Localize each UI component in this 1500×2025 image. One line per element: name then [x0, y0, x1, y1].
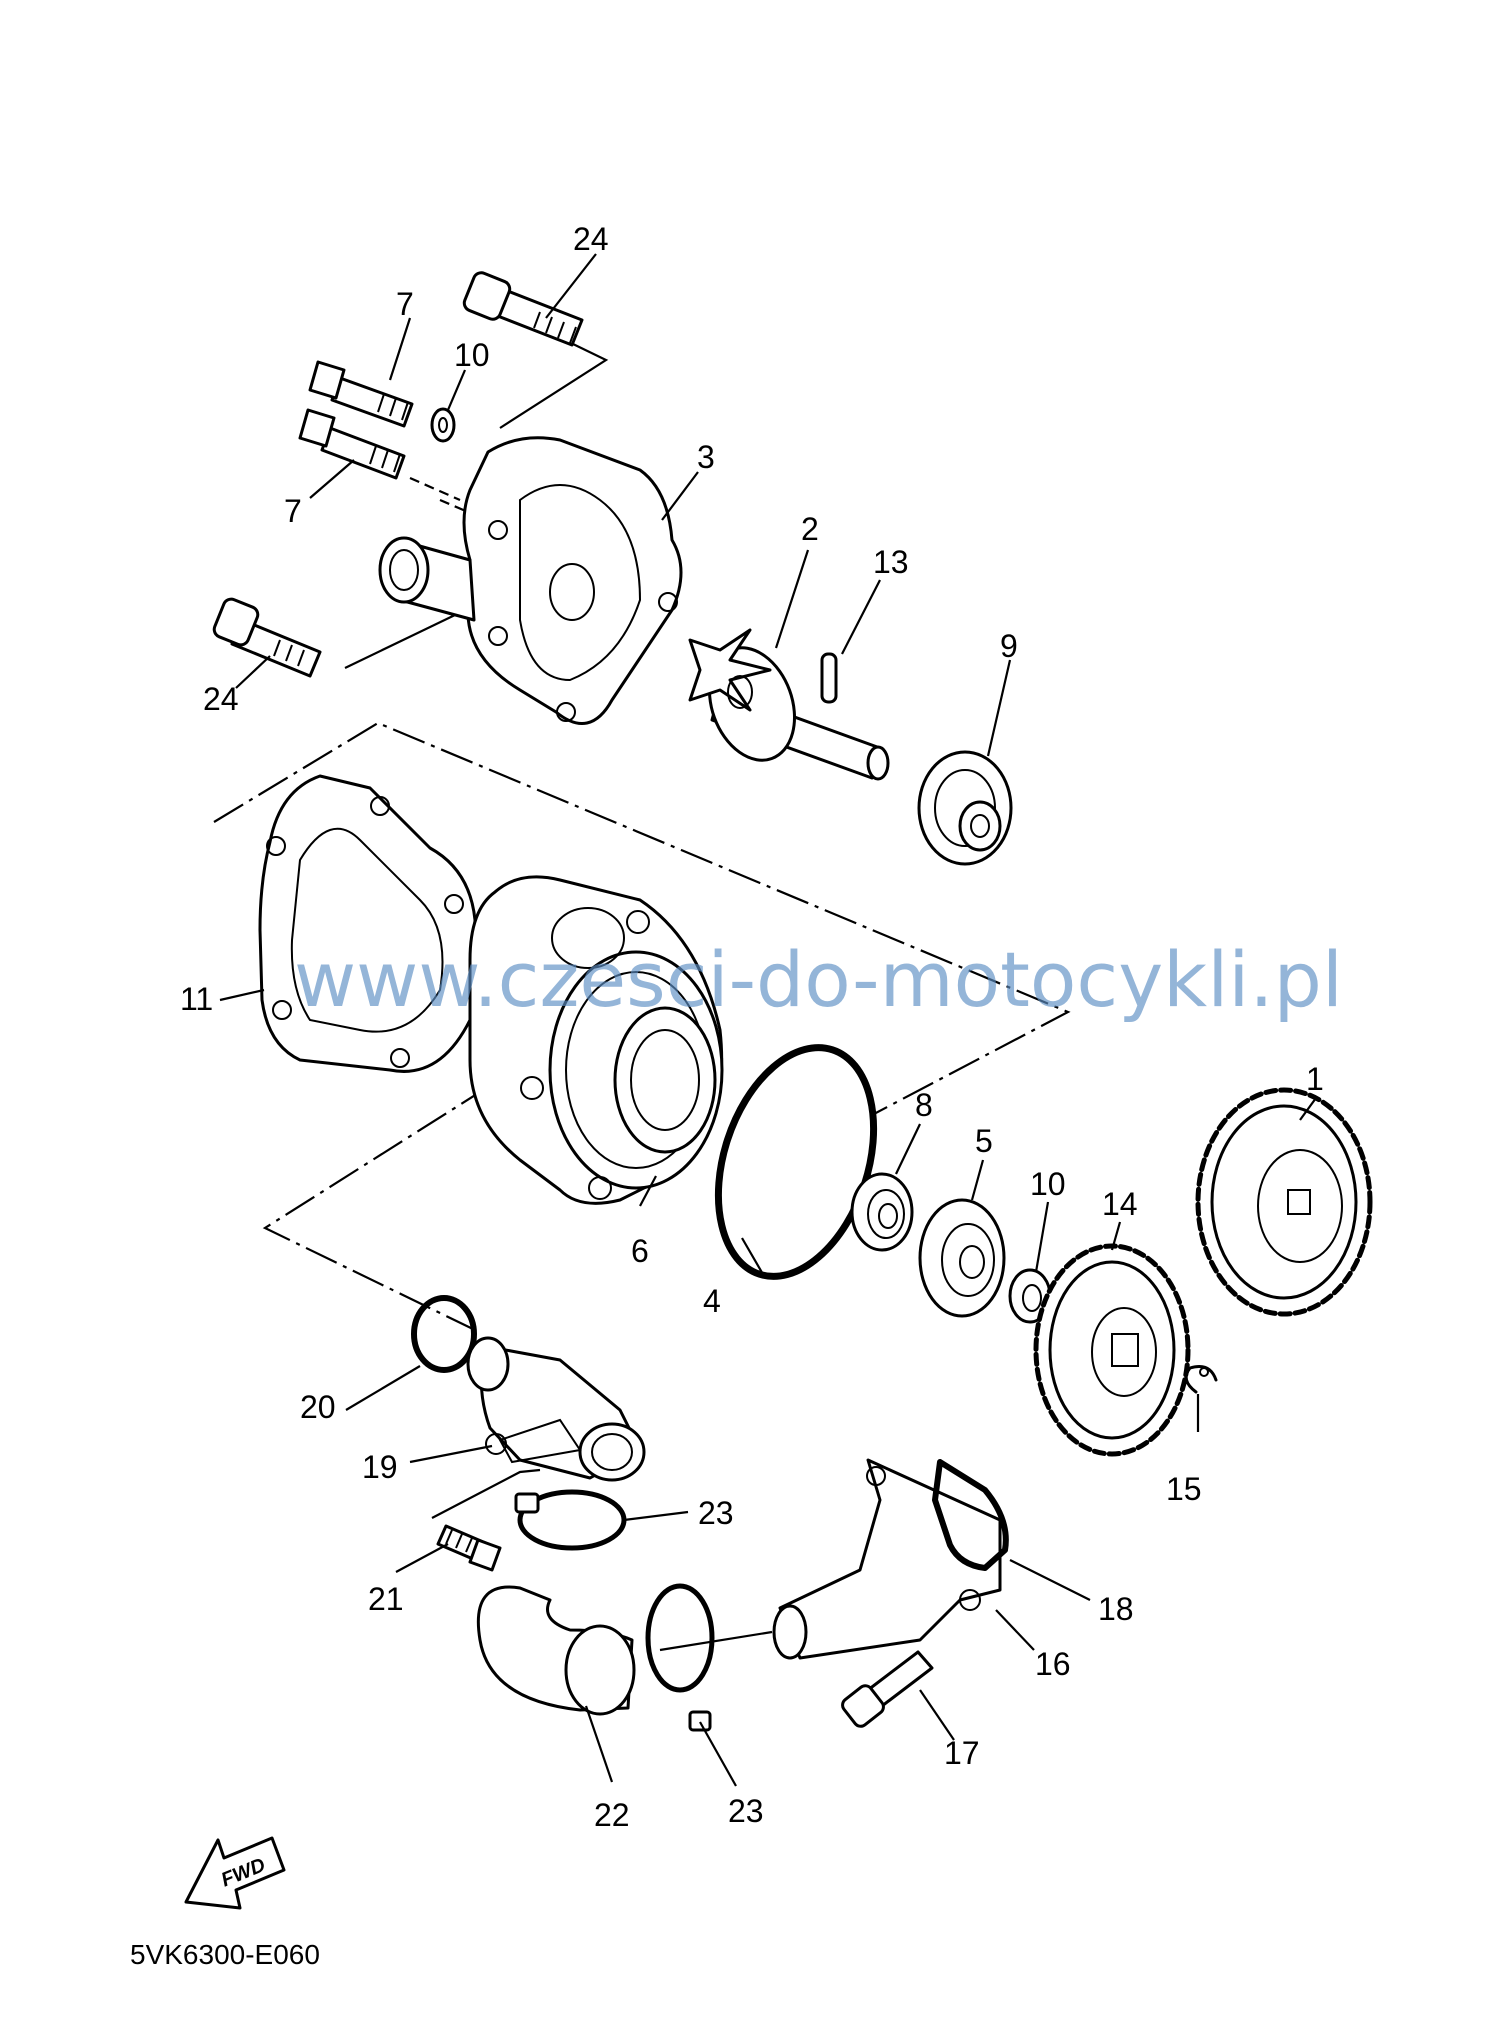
lower-bolt-leader	[344, 614, 456, 669]
hose-22	[476, 1585, 636, 1716]
pipe-hose-guide	[659, 1630, 773, 1652]
impeller-shaft-2	[688, 628, 890, 781]
watermark: www.czesci-do-motocykli.pl	[294, 935, 1343, 1024]
leader-lines	[219, 253, 1317, 1787]
callout-15: 15	[1166, 1471, 1202, 1507]
callout-9: 9	[1000, 628, 1018, 664]
callout-23-lower: 23	[728, 1793, 764, 1829]
clamp-23-lower	[645, 1583, 715, 1732]
bolt-24-upper	[462, 271, 584, 347]
callout-8: 8	[915, 1087, 933, 1123]
joint-19	[466, 1336, 646, 1482]
upper-bolt-bracket	[499, 327, 609, 429]
callout-5: 5	[975, 1123, 993, 1159]
clamp-23-upper	[514, 1489, 627, 1551]
o-ring-18	[932, 1459, 1009, 1571]
callout-14: 14	[1102, 1186, 1138, 1222]
callout-7-upper: 7	[396, 286, 414, 322]
bolt-7-lower	[298, 408, 406, 480]
bolt-17	[841, 1650, 934, 1728]
gasket-outline-upper	[213, 721, 1071, 1116]
callout-3: 3	[697, 439, 715, 475]
bolt-dash-line	[409, 476, 461, 502]
callout-13: 13	[873, 544, 909, 580]
callout-20: 20	[300, 1389, 336, 1425]
pump-housing-6	[468, 875, 724, 1205]
callout-7-lower: 7	[284, 493, 302, 529]
bearing-5	[918, 1198, 1006, 1318]
callout-4: 4	[703, 1283, 721, 1319]
callout-21: 21	[368, 1581, 404, 1617]
washer-12	[430, 407, 456, 443]
callout-24-upper: 24	[573, 221, 609, 257]
gear-1	[1195, 1087, 1373, 1317]
callout-18: 18	[1098, 1591, 1134, 1627]
callout-17: 17	[944, 1735, 980, 1771]
callout-2: 2	[801, 511, 819, 547]
callout-23-upper: 23	[698, 1495, 734, 1531]
fwd-arrow: FWD	[184, 1836, 286, 1910]
pump-cover-3	[378, 436, 683, 725]
callout-22: 22	[594, 1797, 630, 1833]
gear-14	[1033, 1243, 1191, 1457]
bolt-24-lower	[212, 597, 322, 678]
callout-11: 11	[180, 981, 213, 1017]
callout-24-lower: 24	[203, 681, 239, 717]
callout-1: 1	[1306, 1061, 1324, 1097]
diagram-code: 5VK6300-E060	[130, 1939, 320, 1970]
mechanical-seal-9	[917, 750, 1013, 866]
joint-bolt-bracket	[431, 1468, 541, 1519]
callout-labels: 24 7 10 7 24 3 2 13 9 11 1 8 5 10 14 15 …	[180, 221, 1324, 1833]
callout-6: 6	[631, 1233, 649, 1269]
callout-19: 19	[362, 1449, 398, 1485]
callout-16: 16	[1035, 1646, 1071, 1682]
pin-13	[820, 652, 838, 704]
gasket-11	[258, 774, 477, 1073]
callout-10: 10	[1030, 1166, 1066, 1202]
callout-12: 10	[454, 337, 490, 373]
bolt-7-upper	[308, 360, 414, 428]
o-ring-20	[411, 1295, 477, 1373]
bolt-21	[436, 1524, 502, 1572]
oil-seal-8	[850, 1172, 914, 1252]
circlip-15	[1184, 1365, 1218, 1394]
